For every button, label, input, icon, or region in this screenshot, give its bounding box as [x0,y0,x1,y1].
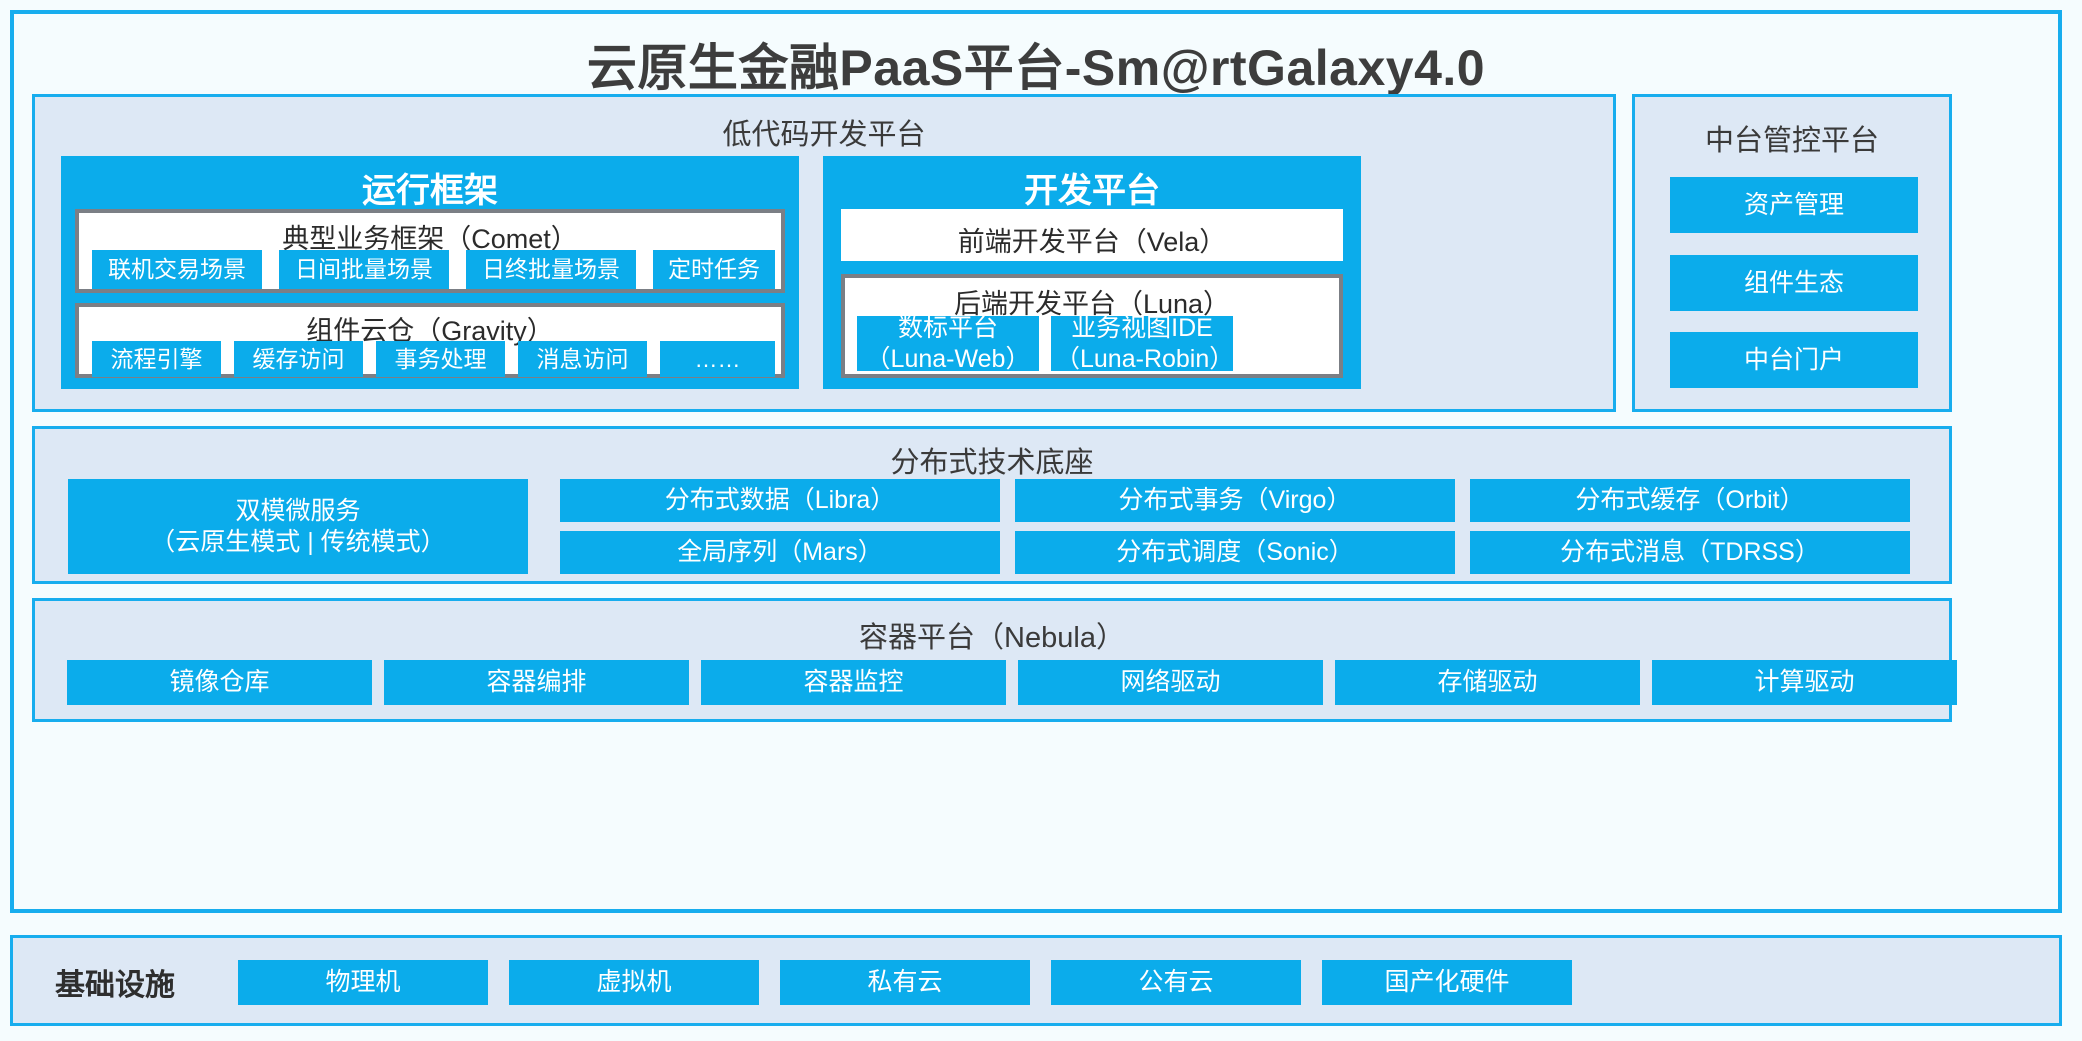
chip-compute-driver[interactable]: 计算驱动 [1652,660,1957,705]
vela-frontend-box: 前端开发平台（Vela） [841,209,1343,261]
luna-backend-title: 后端开发平台（Luna） [953,289,1231,319]
dev-platform-panel: 开发平台 前端开发平台（Vela） 后端开发平台（Luna） 数标平台 （Lun… [823,156,1361,389]
chip-scheduled-task[interactable]: 定时任务 [653,250,775,289]
chip-private-cloud[interactable]: 私有云 [780,960,1030,1005]
tech-base-panel: 分布式技术底座 双模微服务 （云原生模式 | 传统模式） 分布式数据（Libra… [32,426,1952,584]
chip-asset-management[interactable]: 资产管理 [1670,177,1918,233]
chip-distributed-message-tdrss[interactable]: 分布式消息（TDRSS） [1470,531,1910,574]
chip-console-portal[interactable]: 中台门户 [1670,332,1918,388]
console-platform-title: 中台管控平台 [1704,125,1879,157]
chip-eod-batch[interactable]: 日终批量场景 [466,250,636,289]
chip-storage-driver[interactable]: 存储驱动 [1335,660,1640,705]
chip-public-cloud[interactable]: 公有云 [1051,960,1301,1005]
chip-image-registry[interactable]: 镜像仓库 [67,660,372,705]
runtime-framework-title: 运行框架 [362,172,498,210]
chip-global-sequence-mars[interactable]: 全局序列（Mars） [560,531,1000,574]
chip-transaction-processing[interactable]: 事务处理 [376,341,505,377]
chip-dual-mode-microservice[interactable]: 双模微服务 （云原生模式 | 传统模式） [68,479,528,574]
chip-cache-access[interactable]: 缓存访问 [234,341,363,377]
chip-virtual-machine[interactable]: 虚拟机 [509,960,759,1005]
chip-luna-web[interactable]: 数标平台 （Luna-Web） [857,314,1039,373]
vela-frontend-title: 前端开发平台（Vela） [957,227,1227,257]
chip-physical-machine[interactable]: 物理机 [238,960,488,1005]
container-platform-title: 容器平台（Nebula） [859,622,1125,654]
chip-luna-robin[interactable]: 业务视图IDE （Luna-Robin） [1051,314,1234,373]
chip-more-ellipsis[interactable]: …… [660,341,775,377]
dev-platform-title: 开发平台 [1024,172,1160,210]
console-platform-panel: 中台管控平台 资产管理 组件生态 中台门户 [1632,94,1952,412]
lowcode-platform-panel: 低代码开发平台 运行框架 典型业务框架（Comet） 联机交易场景 日间批量场景… [32,94,1616,412]
chip-message-access[interactable]: 消息访问 [518,341,647,377]
platform-outer-frame: 云原生金融PaaS平台-Sm@rtGalaxy4.0 低代码开发平台 运行框架 … [10,10,2062,913]
lowcode-platform-title: 低代码开发平台 [722,119,926,151]
comet-title: 典型业务框架（Comet） [282,224,578,254]
infrastructure-label: 基础设施 [55,969,175,1002]
chip-intraday-batch[interactable]: 日间批量场景 [279,250,449,289]
comet-box: 典型业务框架（Comet） 联机交易场景 日间批量场景 日终批量场景 定时任务 [75,209,785,293]
chip-distributed-data-libra[interactable]: 分布式数据（Libra） [560,479,1000,522]
chip-distributed-transaction-virgo[interactable]: 分布式事务（Virgo） [1015,479,1455,522]
runtime-framework-panel: 运行框架 典型业务框架（Comet） 联机交易场景 日间批量场景 日终批量场景 … [61,156,799,389]
chip-component-ecosystem[interactable]: 组件生态 [1670,255,1918,311]
chip-container-monitoring[interactable]: 容器监控 [701,660,1006,705]
tech-base-title: 分布式技术底座 [890,447,1094,479]
chip-online-transaction[interactable]: 联机交易场景 [92,250,262,289]
chip-process-engine[interactable]: 流程引擎 [92,341,221,377]
gravity-box: 组件云仓（Gravity） 流程引擎 缓存访问 事务处理 消息访问 …… [75,303,785,378]
infrastructure-panel: 基础设施 物理机 虚拟机 私有云 公有云 国产化硬件 [10,935,2062,1026]
luna-backend-box: 后端开发平台（Luna） 数标平台 （Luna-Web） 业务视图IDE （Lu… [841,274,1343,378]
chip-domestic-hardware[interactable]: 国产化硬件 [1322,960,1572,1005]
chip-distributed-scheduling-sonic[interactable]: 分布式调度（Sonic） [1015,531,1455,574]
page-title: 云原生金融PaaS平台-Sm@rtGalaxy4.0 [586,40,1486,96]
container-platform-panel: 容器平台（Nebula） 镜像仓库 容器编排 容器监控 网络驱动 存储驱动 计算… [32,598,1957,722]
chip-distributed-cache-orbit[interactable]: 分布式缓存（Orbit） [1470,479,1910,522]
chip-network-driver[interactable]: 网络驱动 [1018,660,1323,705]
chip-container-orchestration[interactable]: 容器编排 [384,660,689,705]
